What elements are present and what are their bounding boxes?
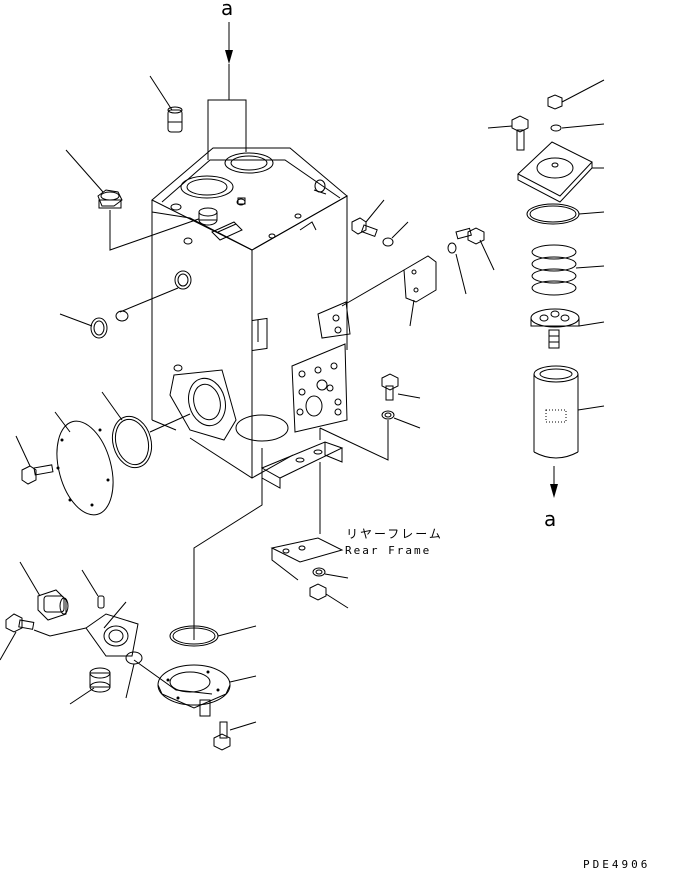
- sight-glass-part: [59, 270, 192, 339]
- coupling-part: [19, 561, 69, 621]
- washer-part: [447, 242, 467, 295]
- bracket-part: [341, 255, 437, 327]
- elbow-part: [85, 601, 139, 657]
- bolt-part: [213, 721, 257, 751]
- arrow-down-icon: [207, 22, 247, 160]
- drawing-number: PDE4906: [583, 858, 651, 871]
- plug-part: [198, 207, 218, 226]
- washer-part: [319, 410, 421, 461]
- filter-assembly: [487, 79, 605, 498]
- bolt-part: [455, 227, 495, 271]
- plug-part: [69, 667, 111, 705]
- bolt-part: [351, 199, 385, 238]
- bolt-part: [0, 613, 87, 661]
- breather-part: [149, 75, 183, 133]
- bottom-connector-lines: [193, 448, 263, 640]
- plug-part: [65, 149, 211, 251]
- washer-part: [382, 221, 409, 247]
- rear-frame-mount: [270, 462, 349, 609]
- rear-frame-label-en: Rear Frame: [345, 544, 432, 557]
- reference-label-top: a: [221, 0, 234, 20]
- o-ring-part: [101, 391, 191, 469]
- cover-plate-part: [133, 659, 257, 717]
- hydraulic-tank-body: [151, 147, 351, 489]
- o-ring-part: [169, 625, 257, 647]
- cover-plate-part: [54, 411, 114, 516]
- o-ring-part: [125, 651, 143, 699]
- bolt-part: [381, 373, 421, 401]
- pin-part: [81, 569, 105, 609]
- rear-frame-label-jp: リヤーフレーム: [346, 527, 443, 541]
- reference-label-right: a: [544, 507, 557, 531]
- bolt-part: [15, 435, 54, 485]
